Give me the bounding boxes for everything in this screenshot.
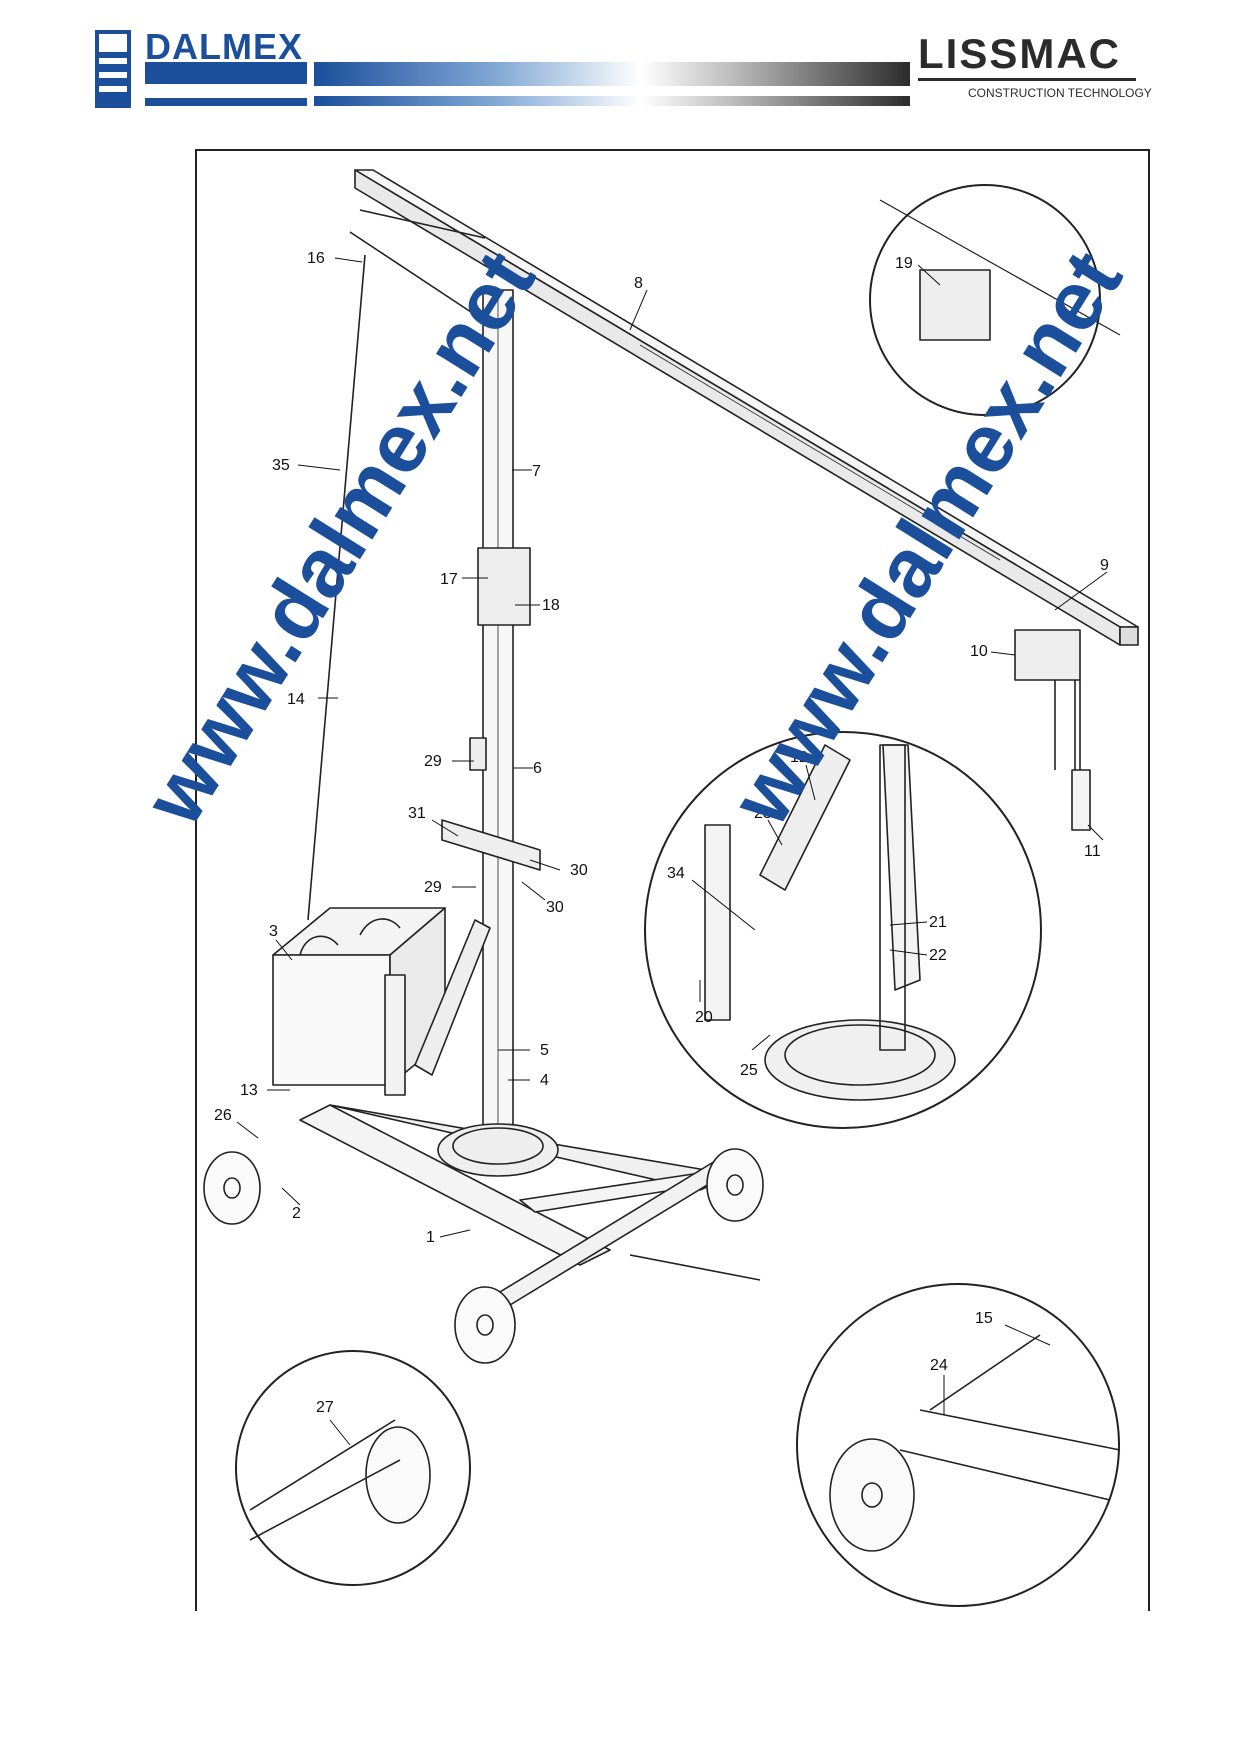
detail-circle-mid xyxy=(644,731,1042,1129)
page-header: DALMEX LISSMAC CONSTRUCTION TECHNOLOGY xyxy=(0,0,1239,120)
mast xyxy=(469,289,531,1156)
callout-35: 35 xyxy=(272,457,290,474)
callout-19: 19 xyxy=(895,255,913,272)
callout-11: 11 xyxy=(1084,843,1101,860)
detail-circle-bottom-right xyxy=(796,1283,1120,1607)
callout-15: 15 xyxy=(975,1310,993,1327)
callout-29-lower: 29 xyxy=(424,879,442,896)
base-frame xyxy=(299,1104,761,1306)
detail-circle-bottom-left xyxy=(235,1350,471,1586)
gradient-bar-split xyxy=(314,86,910,96)
figure-frame xyxy=(195,149,1150,1611)
callout-31: 31 xyxy=(408,805,426,822)
dalmex-bar-top xyxy=(145,62,307,84)
callout-12: 12 xyxy=(790,749,808,766)
callout-22: 22 xyxy=(929,947,947,964)
detail-circle-top xyxy=(869,184,1101,416)
hoist xyxy=(1014,629,1091,831)
tie-rod xyxy=(307,254,366,921)
lissmac-underline xyxy=(918,78,1136,81)
leader-lines xyxy=(236,257,1108,1446)
callout-7: 7 xyxy=(532,463,541,480)
wheels xyxy=(203,1148,764,1364)
dalmex-bar-bottom xyxy=(145,98,307,106)
callout-16: 16 xyxy=(307,250,325,267)
callout-27: 27 xyxy=(316,1399,334,1416)
dalmex-logo-mark xyxy=(95,30,131,108)
callout-18: 18 xyxy=(542,597,560,614)
callout-24: 24 xyxy=(930,1357,948,1374)
callout-8: 8 xyxy=(634,275,643,292)
dalmex-brand: DALMEX xyxy=(145,26,303,67)
header-gradient-bar xyxy=(314,62,910,106)
callout-14: 14 xyxy=(287,691,305,708)
callout-25: 25 xyxy=(740,1062,758,1079)
callout-6: 6 xyxy=(533,760,542,777)
callout-30-lower: 30 xyxy=(546,899,564,916)
callout-30-upper: 30 xyxy=(570,862,588,879)
lissmac-tagline: CONSTRUCTION TECHNOLOGY xyxy=(968,86,1152,100)
callout-26: 26 xyxy=(214,1107,232,1124)
callout-23: 23 xyxy=(754,805,772,822)
callout-21: 21 xyxy=(929,914,947,931)
lissmac-brand: LISSMAC xyxy=(918,30,1121,77)
callout-13: 13 xyxy=(240,1082,258,1099)
callout-2: 2 xyxy=(292,1205,301,1222)
callout-5: 5 xyxy=(540,1042,549,1059)
callout-29-upper: 29 xyxy=(424,753,442,770)
callout-1: 1 xyxy=(426,1229,435,1246)
callout-9: 9 xyxy=(1100,557,1109,574)
callout-10: 10 xyxy=(970,643,988,660)
callout-4: 4 xyxy=(540,1072,549,1089)
callout-17: 17 xyxy=(440,571,458,588)
callout-20: 20 xyxy=(695,1009,713,1026)
callout-3: 3 xyxy=(269,923,278,940)
callout-34: 34 xyxy=(667,865,685,882)
main-beam xyxy=(354,169,1139,646)
